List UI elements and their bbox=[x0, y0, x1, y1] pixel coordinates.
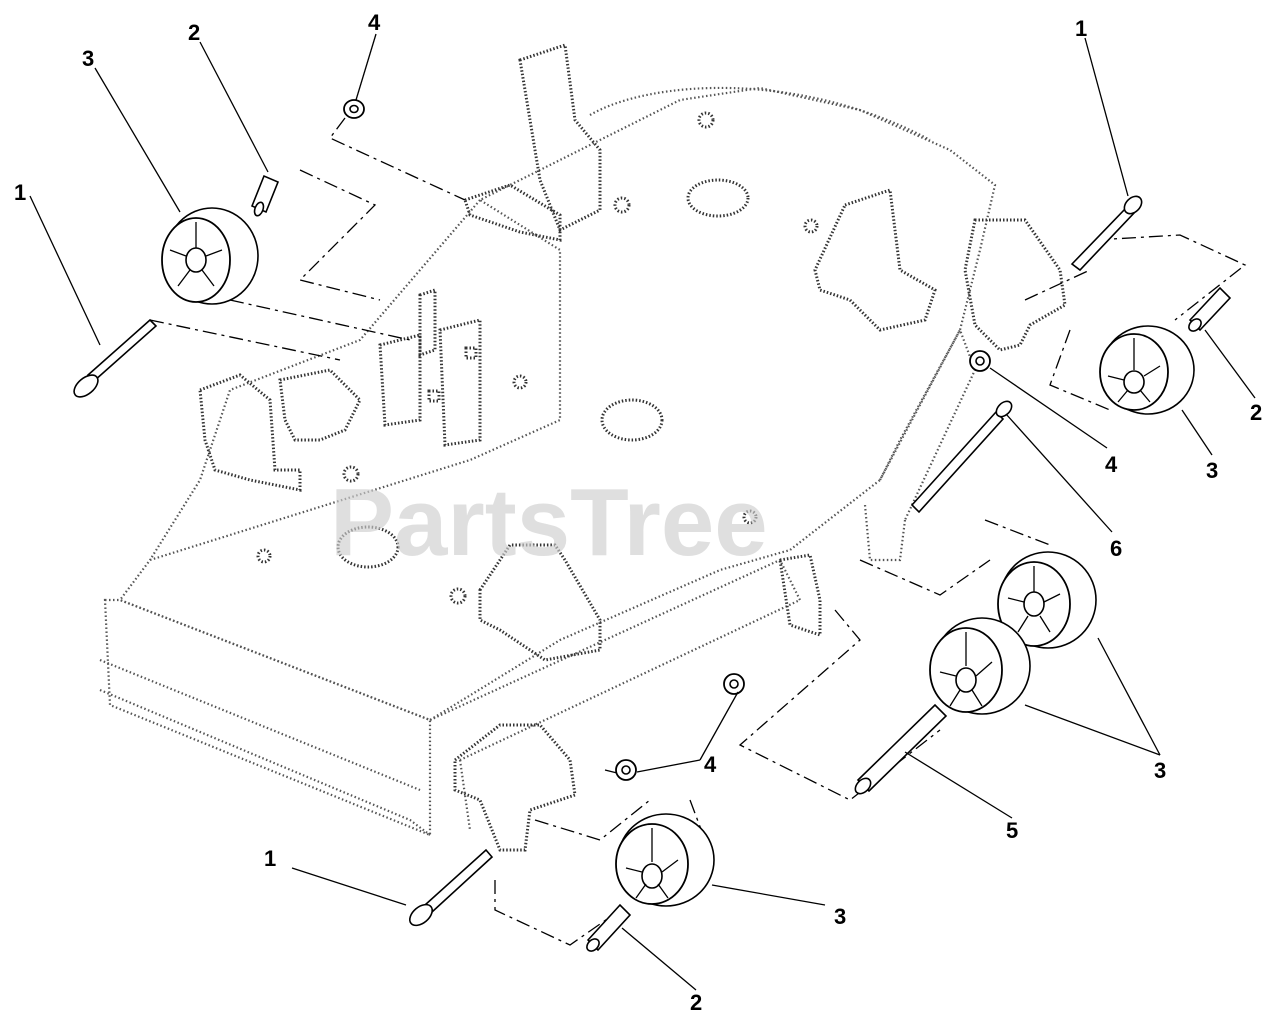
callout-4-top: 4 bbox=[368, 10, 381, 35]
bolt-part-1-bottom bbox=[408, 848, 494, 927]
callout-2-bottom: 2 bbox=[690, 990, 702, 1015]
nut-part-4-bottom-b bbox=[615, 759, 637, 781]
callout-3-top-left: 3 bbox=[82, 46, 94, 71]
wheel-part-3-right bbox=[1099, 325, 1195, 415]
pin-part-2-right bbox=[1188, 286, 1232, 332]
pin-part-2-top-left bbox=[250, 174, 280, 217]
callout-labels: 1 3 2 4 1 2 4 3 6 3 4 5 1 3 2 bbox=[14, 10, 1262, 1015]
mounting-brackets bbox=[198, 43, 1067, 852]
callout-3-right: 3 bbox=[1206, 458, 1218, 483]
spindle-holes bbox=[256, 111, 819, 605]
wheel-part-3-bottom bbox=[615, 813, 715, 907]
callout-1-bottom: 1 bbox=[264, 846, 276, 871]
wheel-part-3-pair-rear bbox=[997, 551, 1097, 649]
callout-5-bottom: 5 bbox=[1006, 818, 1018, 843]
nut-part-4-right bbox=[969, 350, 991, 372]
nut-part-4-bottom-a bbox=[723, 673, 745, 695]
watermark-text: PartsTree bbox=[330, 469, 768, 576]
pin-part-2-bottom bbox=[586, 903, 632, 952]
wheel-part-3-pair-front bbox=[929, 617, 1031, 715]
wheel-part-3-top-left bbox=[161, 207, 259, 305]
nut-part-4-top bbox=[343, 99, 365, 119]
callout-2-right: 2 bbox=[1250, 400, 1262, 425]
bolt-part-1-left bbox=[73, 318, 158, 398]
callout-4-bottom: 4 bbox=[704, 752, 717, 777]
leader-lines bbox=[29, 33, 1256, 991]
callout-4-right: 4 bbox=[1105, 452, 1118, 477]
mower-deck bbox=[99, 86, 997, 837]
axle-part-5 bbox=[854, 703, 948, 795]
callout-6-right: 6 bbox=[1110, 536, 1122, 561]
bolt-part-1-top-right bbox=[1070, 195, 1143, 272]
callout-1-top-left: 1 bbox=[14, 180, 26, 205]
callout-2-top-left: 2 bbox=[188, 20, 200, 45]
callout-3-pair: 3 bbox=[1154, 758, 1166, 783]
callout-1-top-right: 1 bbox=[1075, 16, 1087, 41]
bolt-part-6 bbox=[910, 400, 1013, 514]
callout-3-bottom: 3 bbox=[834, 904, 846, 929]
